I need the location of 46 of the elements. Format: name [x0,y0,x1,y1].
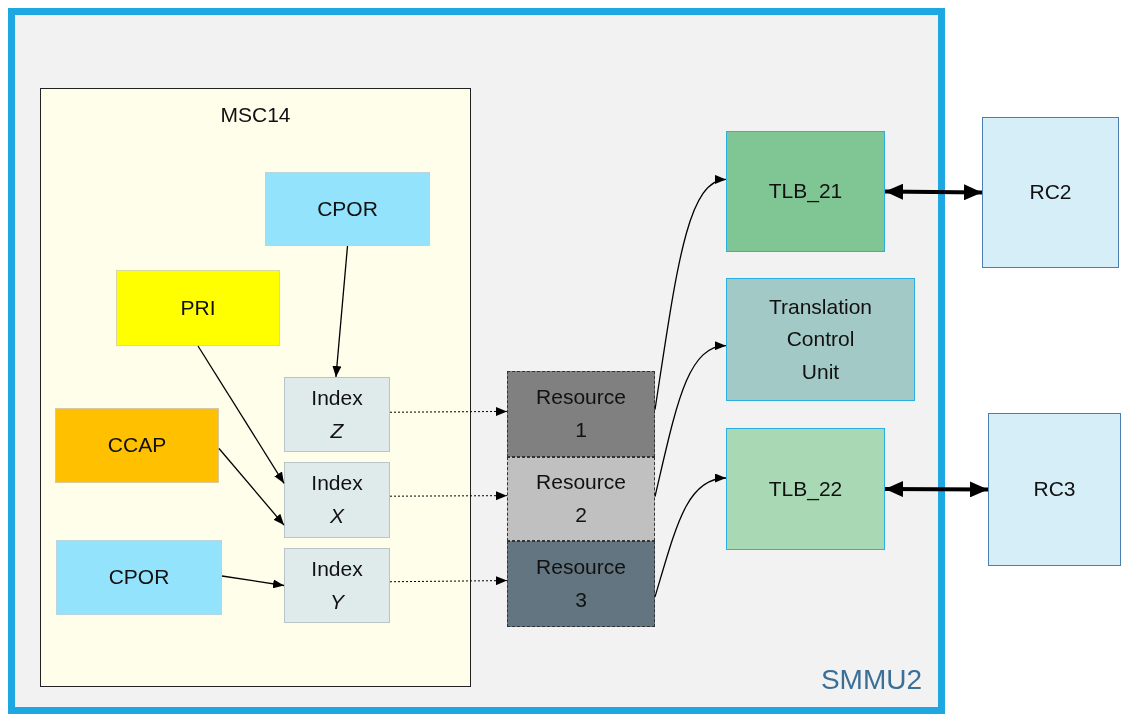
box-label: RC3 [1033,476,1076,503]
group-title: MSC14 [220,102,291,128]
process-box [116,270,280,346]
process-box [507,371,655,457]
arrow [389,491,508,501]
box-label: Index X [311,470,363,529]
arrow [197,345,285,484]
arrow [332,245,349,378]
box-label: CPOR [108,564,170,591]
process-box [56,540,222,615]
process-box [988,413,1121,566]
process-box [726,278,915,401]
arrow [389,407,508,416]
box-label: Index Z [311,384,363,444]
box-label: TLB_22 [768,475,843,503]
box-label: CCAP [107,432,167,459]
arrow [885,481,988,498]
box-label: Index Y [311,555,363,615]
arrow [389,576,508,586]
process-box [726,131,885,252]
arrow [221,575,285,589]
box-label: PRI [180,294,216,321]
process-box [982,117,1119,268]
group-panel [40,88,471,687]
arrow [654,474,727,598]
process-box [726,428,885,550]
process-box [284,377,390,452]
process-box [507,541,655,627]
arrow [218,447,285,526]
box-label: CPOR [317,195,378,222]
process-box [55,408,219,483]
box-label: Resource 1 [536,384,626,443]
box-label: Translation Control Unit [768,293,873,385]
process-box [265,172,430,246]
group-title: SMMU2 [820,662,922,697]
process-box [284,462,390,538]
box-label: RC2 [1029,179,1072,206]
process-box [284,548,390,623]
arrow [654,177,727,411]
box-label: Resource 3 [536,554,626,613]
group-panel [8,8,945,714]
box-label: TLB_21 [768,178,843,205]
arrow [884,183,983,201]
process-box [507,457,655,541]
arrow [654,342,727,498]
box-label: Resource 2 [536,469,626,528]
